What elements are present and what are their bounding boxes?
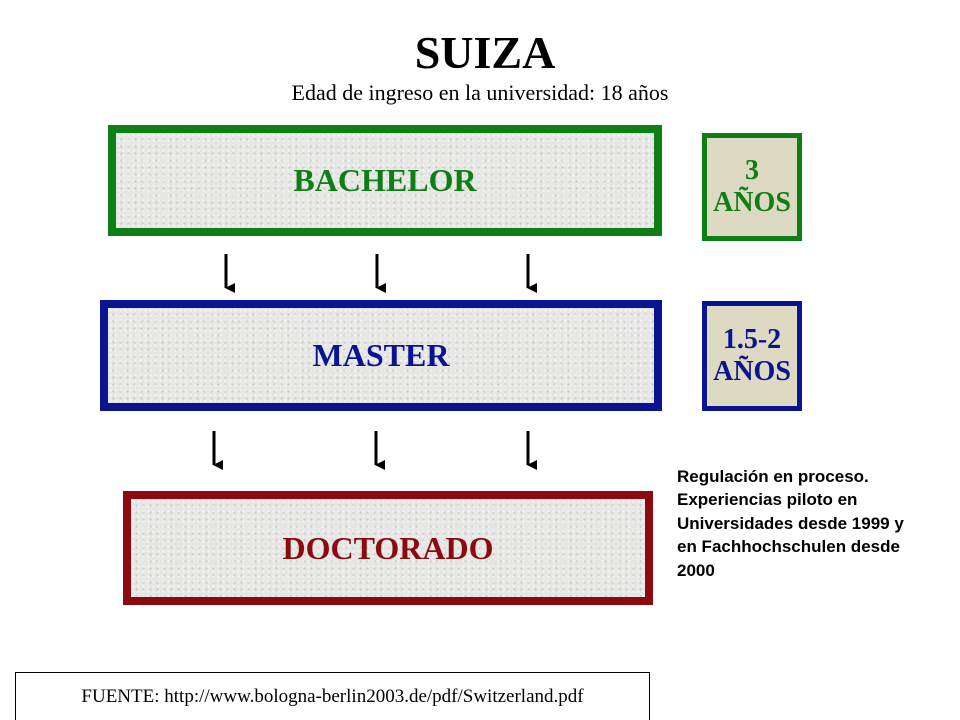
source-citation: FUENTE: http://www.bologna-berlin2003.de… (15, 672, 650, 720)
master-box: MASTER (100, 300, 662, 411)
doctorado-box: DOCTORADO (123, 491, 653, 605)
master-duration-value: 1.5-2 (722, 323, 782, 355)
entry-age-subtitle: Edad de ingreso en la universidad: 18 añ… (291, 80, 669, 105)
bachelor-duration-unit: AÑOS (713, 187, 791, 218)
master-duration-unit: AÑOS (713, 356, 791, 387)
master-duration-box: 1.5-2 AÑOS (702, 301, 802, 411)
master-label: MASTER (312, 337, 450, 373)
bachelor-box: BACHELOR (108, 125, 662, 236)
bachelor-duration-box: 3 AÑOS (702, 133, 802, 241)
bachelor-duration-value: 3 (745, 154, 759, 186)
regulation-note: Regulación en proceso. Experiencias pilo… (677, 467, 904, 580)
doctorado-label: DOCTORADO (282, 529, 494, 566)
bachelor-label: BACHELOR (293, 162, 477, 198)
page-title: SUIZA (414, 27, 556, 78)
